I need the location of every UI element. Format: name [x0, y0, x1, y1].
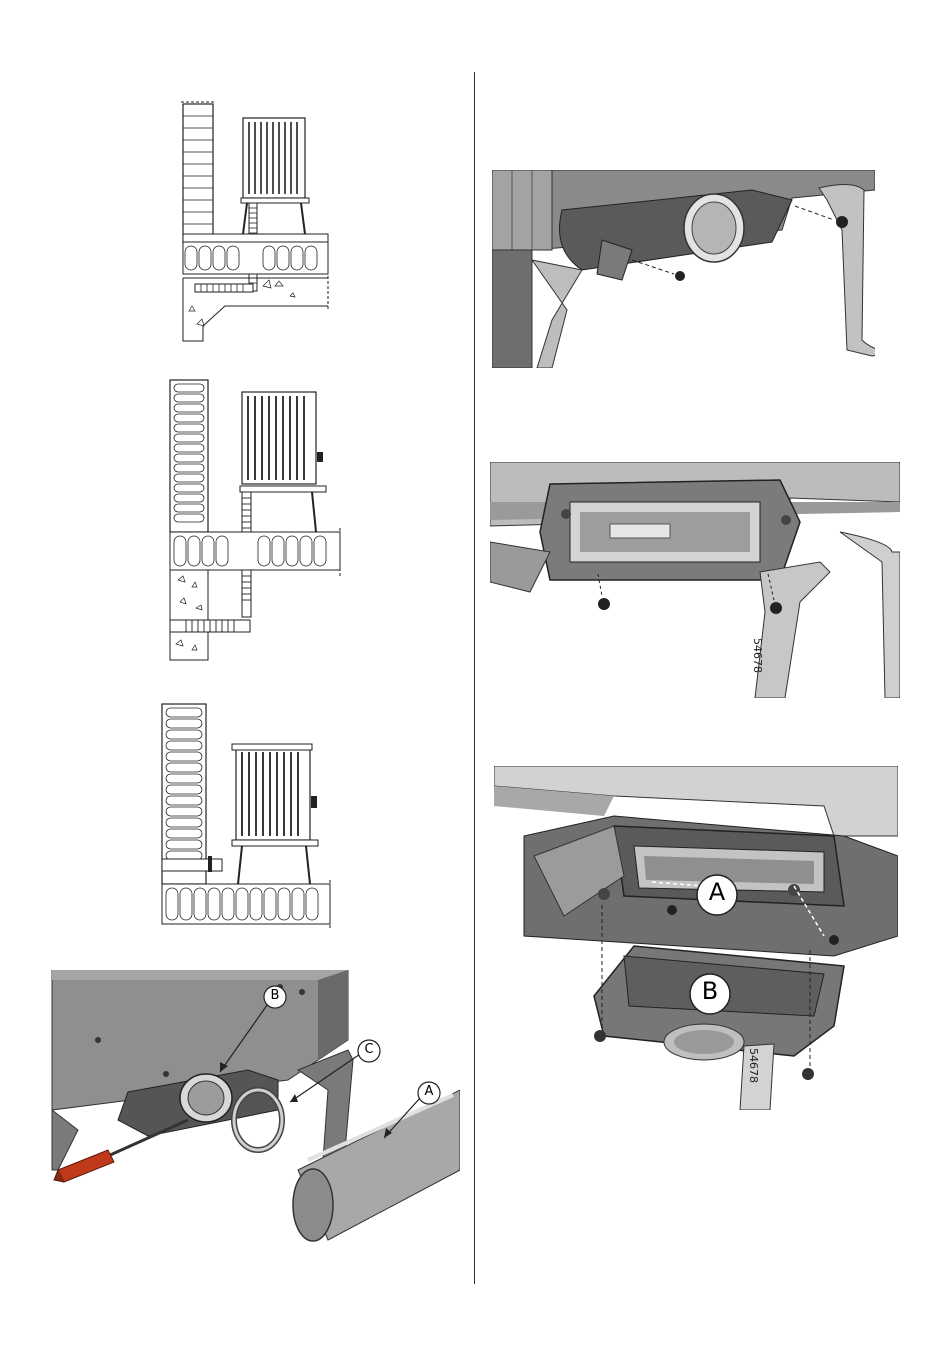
part-number-label: 54678	[751, 638, 764, 673]
callout-label-frame-a: A	[701, 878, 733, 906]
part-number-label-2: 54678	[747, 1048, 760, 1083]
column-divider	[474, 72, 475, 1284]
callout-label-cover-b: B	[694, 977, 726, 1005]
installation-diagram-rear-outlet	[156, 696, 336, 928]
pipe-connection-illustration: B C A	[48, 970, 460, 1250]
installation-diagram-cellar-outlet	[162, 372, 352, 667]
callout-label-c: C	[358, 1042, 380, 1057]
frame-and-cover-assembly-illustration: A B 54678	[494, 766, 898, 1110]
installation-diagram-floor-outlet	[175, 96, 345, 346]
callout-label-a: A	[418, 1084, 440, 1099]
outlet-frame-screws-illustration: 54678	[490, 462, 900, 698]
callout-label-b: B	[264, 988, 286, 1003]
rear-plate-removal-illustration	[492, 170, 875, 368]
